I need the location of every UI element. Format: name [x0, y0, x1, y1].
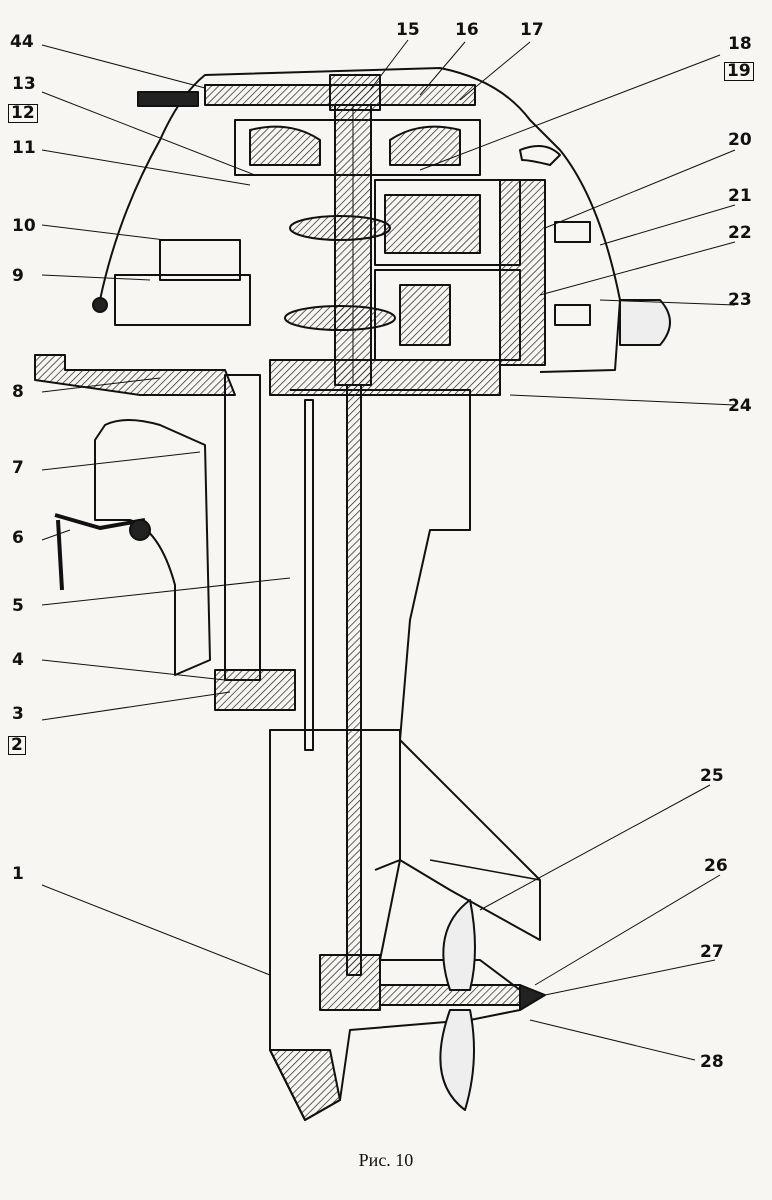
upper-piston	[384, 194, 481, 254]
lower-piston	[399, 284, 451, 346]
callout-9: 9	[12, 266, 24, 286]
flywheel-hub	[329, 74, 381, 111]
tiller-grip	[619, 299, 671, 346]
swivel-bracket	[224, 374, 261, 681]
callout-8: 8	[12, 382, 24, 402]
skeg	[269, 1049, 341, 1121]
callout-20: 20	[728, 130, 752, 150]
clamp-screw-handle	[129, 519, 151, 541]
callout-25: 25	[700, 766, 724, 786]
callout-5: 5	[12, 596, 24, 616]
starter-handle	[137, 91, 199, 107]
magneto-coil-left	[249, 125, 321, 166]
cylinder-head	[499, 179, 546, 366]
carburetor-bowl	[159, 239, 241, 281]
callout-6: 6	[12, 528, 24, 548]
callout-17: 17	[520, 20, 544, 40]
callout-11: 11	[12, 138, 36, 158]
drive-shaft	[346, 384, 362, 976]
callout-15: 15	[396, 20, 420, 40]
engine-cowling	[99, 67, 621, 373]
callout-16: 16	[455, 20, 479, 40]
callout-23: 23	[728, 290, 752, 310]
callout-18: 18	[728, 34, 752, 54]
prop-nut	[519, 984, 546, 1011]
callout-22: 22	[728, 223, 752, 243]
callout-10: 10	[12, 216, 36, 236]
callout-3: 3	[12, 704, 24, 724]
callout-27: 27	[700, 942, 724, 962]
water-tube	[304, 399, 314, 751]
propeller-blade-lower	[439, 1009, 475, 1111]
callout-19: 19	[724, 62, 754, 81]
callout-28: 28	[700, 1052, 724, 1072]
magneto-coil-right	[389, 125, 461, 166]
callout-21: 21	[728, 186, 752, 206]
upper-crank-web	[289, 215, 391, 241]
choke-knob	[92, 297, 108, 313]
cowling-rear-latch	[519, 145, 561, 166]
callout-4: 4	[12, 650, 24, 670]
exhaust-outlet	[429, 859, 541, 881]
callout-26: 26	[704, 856, 728, 876]
clamp-thumb-screw	[56, 519, 64, 591]
lower-crank-web	[284, 305, 396, 331]
spark-plug-top	[554, 221, 591, 243]
callout-1: 1	[12, 864, 24, 884]
pinion-gear-housing	[319, 954, 381, 1011]
magneto-housing	[234, 119, 481, 176]
powerhead-base	[269, 359, 501, 396]
propeller-blade-upper	[442, 899, 476, 991]
spark-plug-bottom	[554, 304, 591, 326]
transom-bracket-arm	[34, 354, 236, 396]
callout-44: 44	[10, 32, 34, 52]
transom-clamp	[94, 419, 211, 676]
clamp-screw	[54, 513, 146, 530]
midsection-housing	[290, 389, 541, 941]
callout-24: 24	[728, 396, 752, 416]
carburetor	[114, 274, 251, 326]
callout-13: 13	[12, 74, 36, 94]
callout-7: 7	[12, 458, 24, 478]
callout-12: 12	[8, 104, 38, 123]
pivot-pin	[214, 669, 296, 711]
callout-2: 2	[8, 736, 26, 755]
figure-caption: Рис. 10	[358, 1150, 414, 1170]
